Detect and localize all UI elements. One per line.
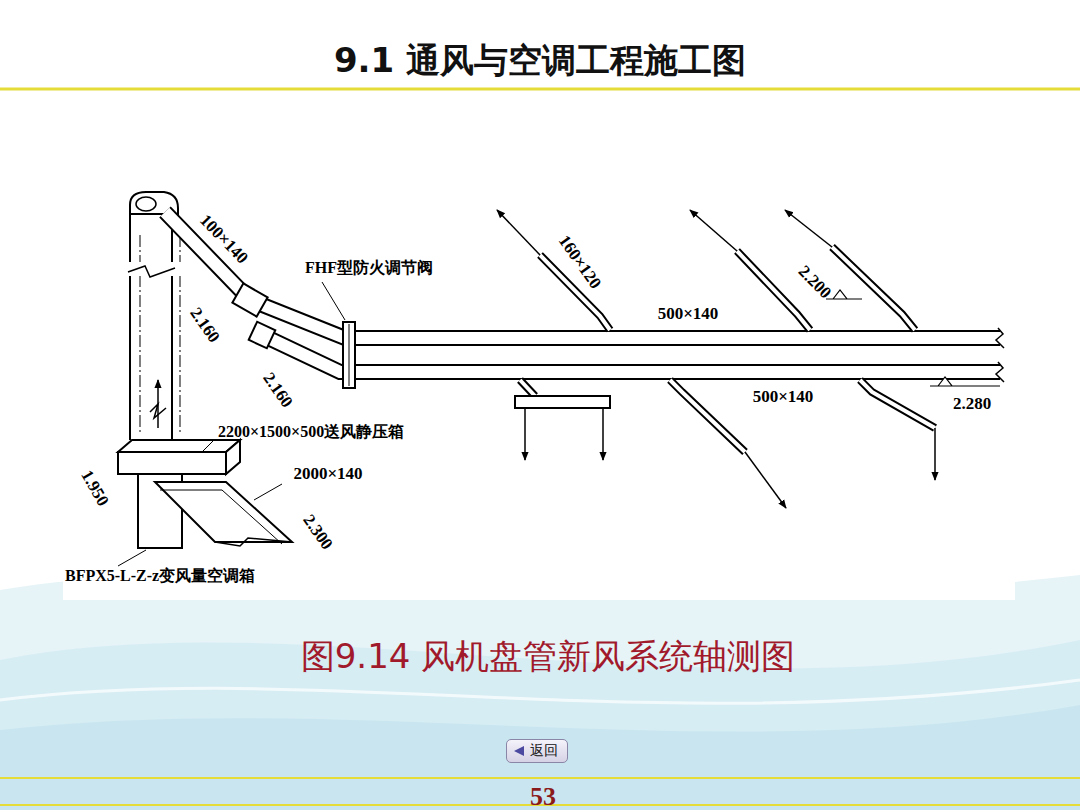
- duct-size: 500×140: [658, 305, 719, 322]
- duct-drawing-part: [215, 538, 292, 546]
- background-waves-part: [0, 705, 1080, 810]
- damper-callout: FHF型防火调节阀: [305, 260, 433, 276]
- duct-drawing-part: [136, 197, 156, 211]
- duct-drawing-part: [249, 322, 276, 349]
- duct-drawing-part: [322, 282, 345, 320]
- duct-drawing-part: [254, 484, 282, 500]
- yellow-rules-part: [0, 777, 1080, 779]
- duct-drawing-part: [232, 283, 267, 316]
- duct-drawing-part: [165, 212, 1000, 338]
- duct-drawing-part: [497, 210, 540, 255]
- duct-size: 500×140: [753, 388, 814, 405]
- box-callout: 2200×1500×500送风静压箱: [218, 424, 404, 440]
- duct-drawing-part: [165, 212, 1000, 338]
- figure-caption: 图9.14 风机盘管新风系统轴测图: [0, 634, 1080, 680]
- duct-drawing-part: [262, 335, 1000, 372]
- background-waves-part: [0, 680, 1080, 703]
- duct-drawing-part: [520, 380, 535, 396]
- duct-drawing-part: [262, 335, 1000, 372]
- duct-drawing-part: [202, 440, 214, 452]
- page-number: 53: [530, 784, 556, 810]
- figure-panel: [63, 185, 1015, 600]
- duct-drawing-part: [996, 362, 1004, 382]
- duct-size: 2000×140: [293, 465, 362, 482]
- duct-drawing-part: [343, 322, 355, 388]
- duct-drawing-part: [128, 266, 175, 277]
- duct-drawing-part: [670, 380, 745, 452]
- duct-drawing-part: [160, 490, 282, 544]
- duct-drawing-part: [832, 247, 915, 330]
- duct-drawing-part: [127, 262, 183, 276]
- duct-drawing: [118, 192, 1004, 566]
- duct-drawing-part: [349, 324, 350, 386]
- duct-drawing-part: [860, 380, 935, 428]
- slide-title: 9.1 通风与空调工程施工图: [0, 38, 1080, 84]
- duct-drawing-part: [934, 428, 936, 480]
- back-arrow-icon: [513, 745, 525, 757]
- yellow-rules: [0, 89, 1080, 805]
- duct-drawing-part: [515, 396, 610, 408]
- duct-drawing-part: [737, 251, 810, 330]
- duct-drawing-part: [171, 212, 173, 440]
- back-arrow-icon: [514, 746, 524, 756]
- yellow-rules-part: [0, 88, 1080, 91]
- duct-drawing-part: [860, 380, 935, 428]
- duct-drawing-part: [996, 328, 1004, 348]
- unit-callout: BFPX5-L-Z-z变风量空调箱: [65, 568, 255, 584]
- duct-drawing-part: [602, 408, 604, 460]
- duct-drawing-part: [690, 210, 737, 251]
- duct-drawing-part: [118, 452, 226, 474]
- duct-drawing-part: [150, 404, 166, 418]
- duct-drawing-part: [226, 440, 240, 474]
- duct-drawing-part: [930, 377, 1000, 386]
- duct-drawing-part: [745, 452, 786, 508]
- duct-drawing-part: [737, 251, 810, 330]
- duct-drawing-part: [520, 380, 535, 396]
- background-waves-part: [0, 575, 1080, 810]
- duct-drawing-part: [129, 212, 131, 440]
- duct-drawing-part: [785, 210, 832, 247]
- elevation: 2.280: [953, 395, 991, 412]
- duct-drawing-part: [524, 408, 526, 460]
- duct-drawing-part: [118, 550, 146, 566]
- duct-drawing-part: [118, 440, 240, 452]
- duct-drawing-part: [670, 380, 745, 452]
- button-label: 返回: [530, 742, 558, 760]
- duct-drawing-part: [832, 247, 915, 330]
- back-button: 返回: [506, 739, 568, 763]
